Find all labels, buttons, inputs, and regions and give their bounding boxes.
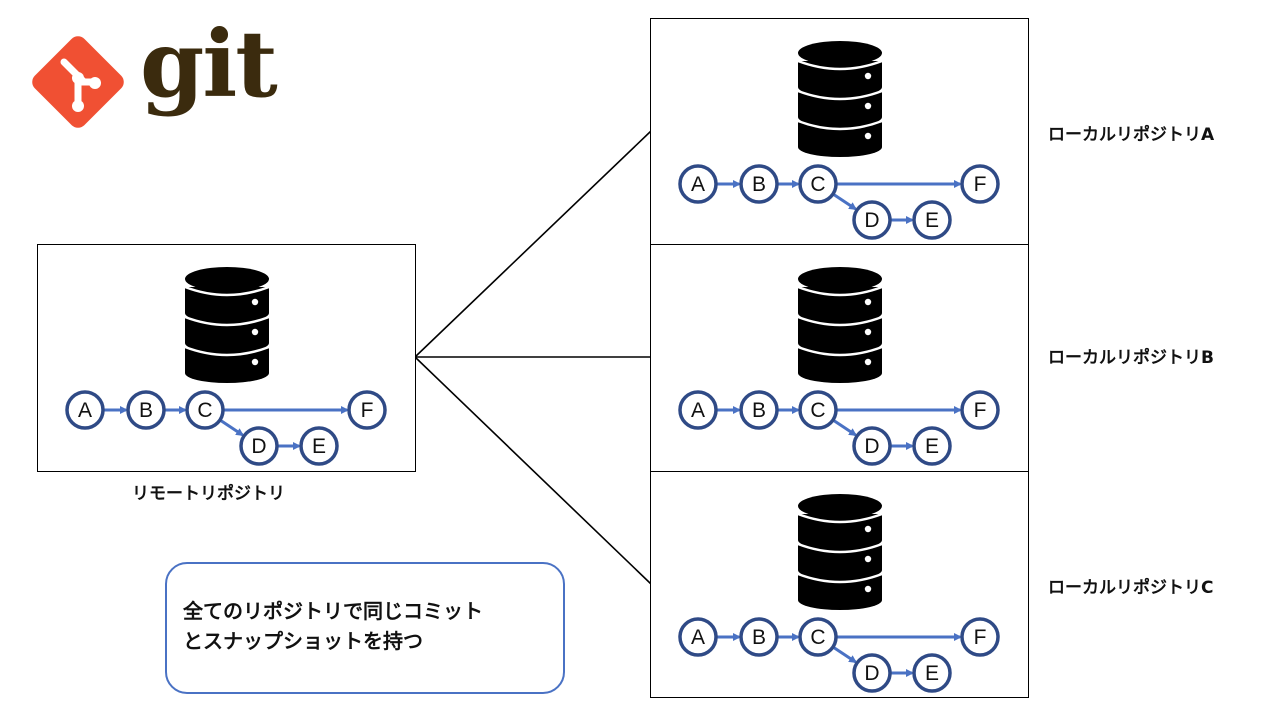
commit-D: D xyxy=(852,653,892,693)
local-repository-b: A B C D E F xyxy=(650,244,1029,472)
local-repository-a: A B C D E F xyxy=(650,18,1029,245)
git-logo-icon xyxy=(32,36,124,128)
remote-repo-graphic: A B C D E F xyxy=(65,267,387,466)
commit-label: F xyxy=(974,173,987,196)
commit-B: B xyxy=(739,164,779,204)
commit-label: F xyxy=(974,626,987,649)
edge-C-D xyxy=(219,418,245,437)
commit-F: F xyxy=(960,390,1000,430)
remote-repository: A B C D E F xyxy=(37,244,416,472)
database-icon xyxy=(797,41,883,157)
commit-label: F xyxy=(974,399,987,422)
commit-label: A xyxy=(691,173,705,196)
commit-E: E xyxy=(912,426,952,466)
commit-F: F xyxy=(347,390,387,430)
commit-F: F xyxy=(960,617,1000,657)
commit-E: E xyxy=(912,200,952,240)
local-repo-a-graphic: A B C D E F xyxy=(678,41,1000,240)
local-repo-b-graphic: A B C D E F xyxy=(678,267,1000,466)
commit-label: D xyxy=(864,435,879,458)
commit-A: A xyxy=(678,390,718,430)
note-box: 全てのリポジトリで同じコミット とスナップショットを持つ xyxy=(165,562,565,694)
commit-label: B xyxy=(752,173,766,196)
local-repository-c: A B C D E F xyxy=(650,471,1029,698)
edge-C-D xyxy=(832,192,858,211)
commit-label: E xyxy=(925,435,939,458)
commit-label: D xyxy=(251,435,266,458)
commit-D: D xyxy=(239,426,279,466)
commit-label: B xyxy=(139,399,153,422)
commit-label: D xyxy=(864,209,879,232)
local-repo-c-graphic: A B C D E F xyxy=(678,494,1000,693)
commit-D: D xyxy=(852,200,892,240)
local-repository-a-label: ローカルリポジトリA xyxy=(1048,125,1215,145)
commit-label: B xyxy=(752,399,766,422)
note-line-1: 全てのリポジトリで同じコミット xyxy=(183,599,483,623)
commit-label: C xyxy=(810,399,825,422)
commit-label: C xyxy=(810,173,825,196)
note-text: 全てのリポジトリで同じコミット とスナップショットを持つ xyxy=(183,596,483,656)
git-wordmark: git xyxy=(140,10,278,118)
commit-B: B xyxy=(126,390,166,430)
note-line-2: とスナップショットを持つ xyxy=(183,629,423,653)
commit-C: C xyxy=(798,390,838,430)
commit-B: B xyxy=(739,617,779,657)
commit-D: D xyxy=(852,426,892,466)
commit-F: F xyxy=(960,164,1000,204)
commit-C: C xyxy=(185,390,225,430)
commit-label: C xyxy=(810,626,825,649)
commit-C: C xyxy=(798,617,838,657)
git-logo: git xyxy=(28,18,278,136)
commit-label: D xyxy=(864,662,879,685)
commit-label: E xyxy=(312,435,326,458)
database-icon xyxy=(797,267,883,383)
connector-line-c xyxy=(414,356,652,585)
commit-A: A xyxy=(678,164,718,204)
commit-A: A xyxy=(678,617,718,657)
connector-line-a xyxy=(414,130,652,358)
commit-label: F xyxy=(361,399,374,422)
commit-label: A xyxy=(691,399,705,422)
commit-label: A xyxy=(691,626,705,649)
commit-label: C xyxy=(197,399,212,422)
commit-E: E xyxy=(912,653,952,693)
commit-label: A xyxy=(78,399,92,422)
remote-repository-label: リモートリポジトリ xyxy=(132,484,285,504)
local-repository-c-label: ローカルリポジトリC xyxy=(1048,578,1214,598)
commit-B: B xyxy=(739,390,779,430)
commit-label: E xyxy=(925,209,939,232)
edge-C-D xyxy=(832,645,858,664)
commit-A: A xyxy=(65,390,105,430)
edge-C-D xyxy=(832,418,858,437)
commit-C: C xyxy=(798,164,838,204)
commit-label: B xyxy=(752,626,766,649)
commit-E: E xyxy=(299,426,339,466)
database-icon xyxy=(184,267,270,383)
database-icon xyxy=(797,494,883,610)
commit-label: E xyxy=(925,662,939,685)
local-repository-b-label: ローカルリポジトリB xyxy=(1048,348,1214,368)
